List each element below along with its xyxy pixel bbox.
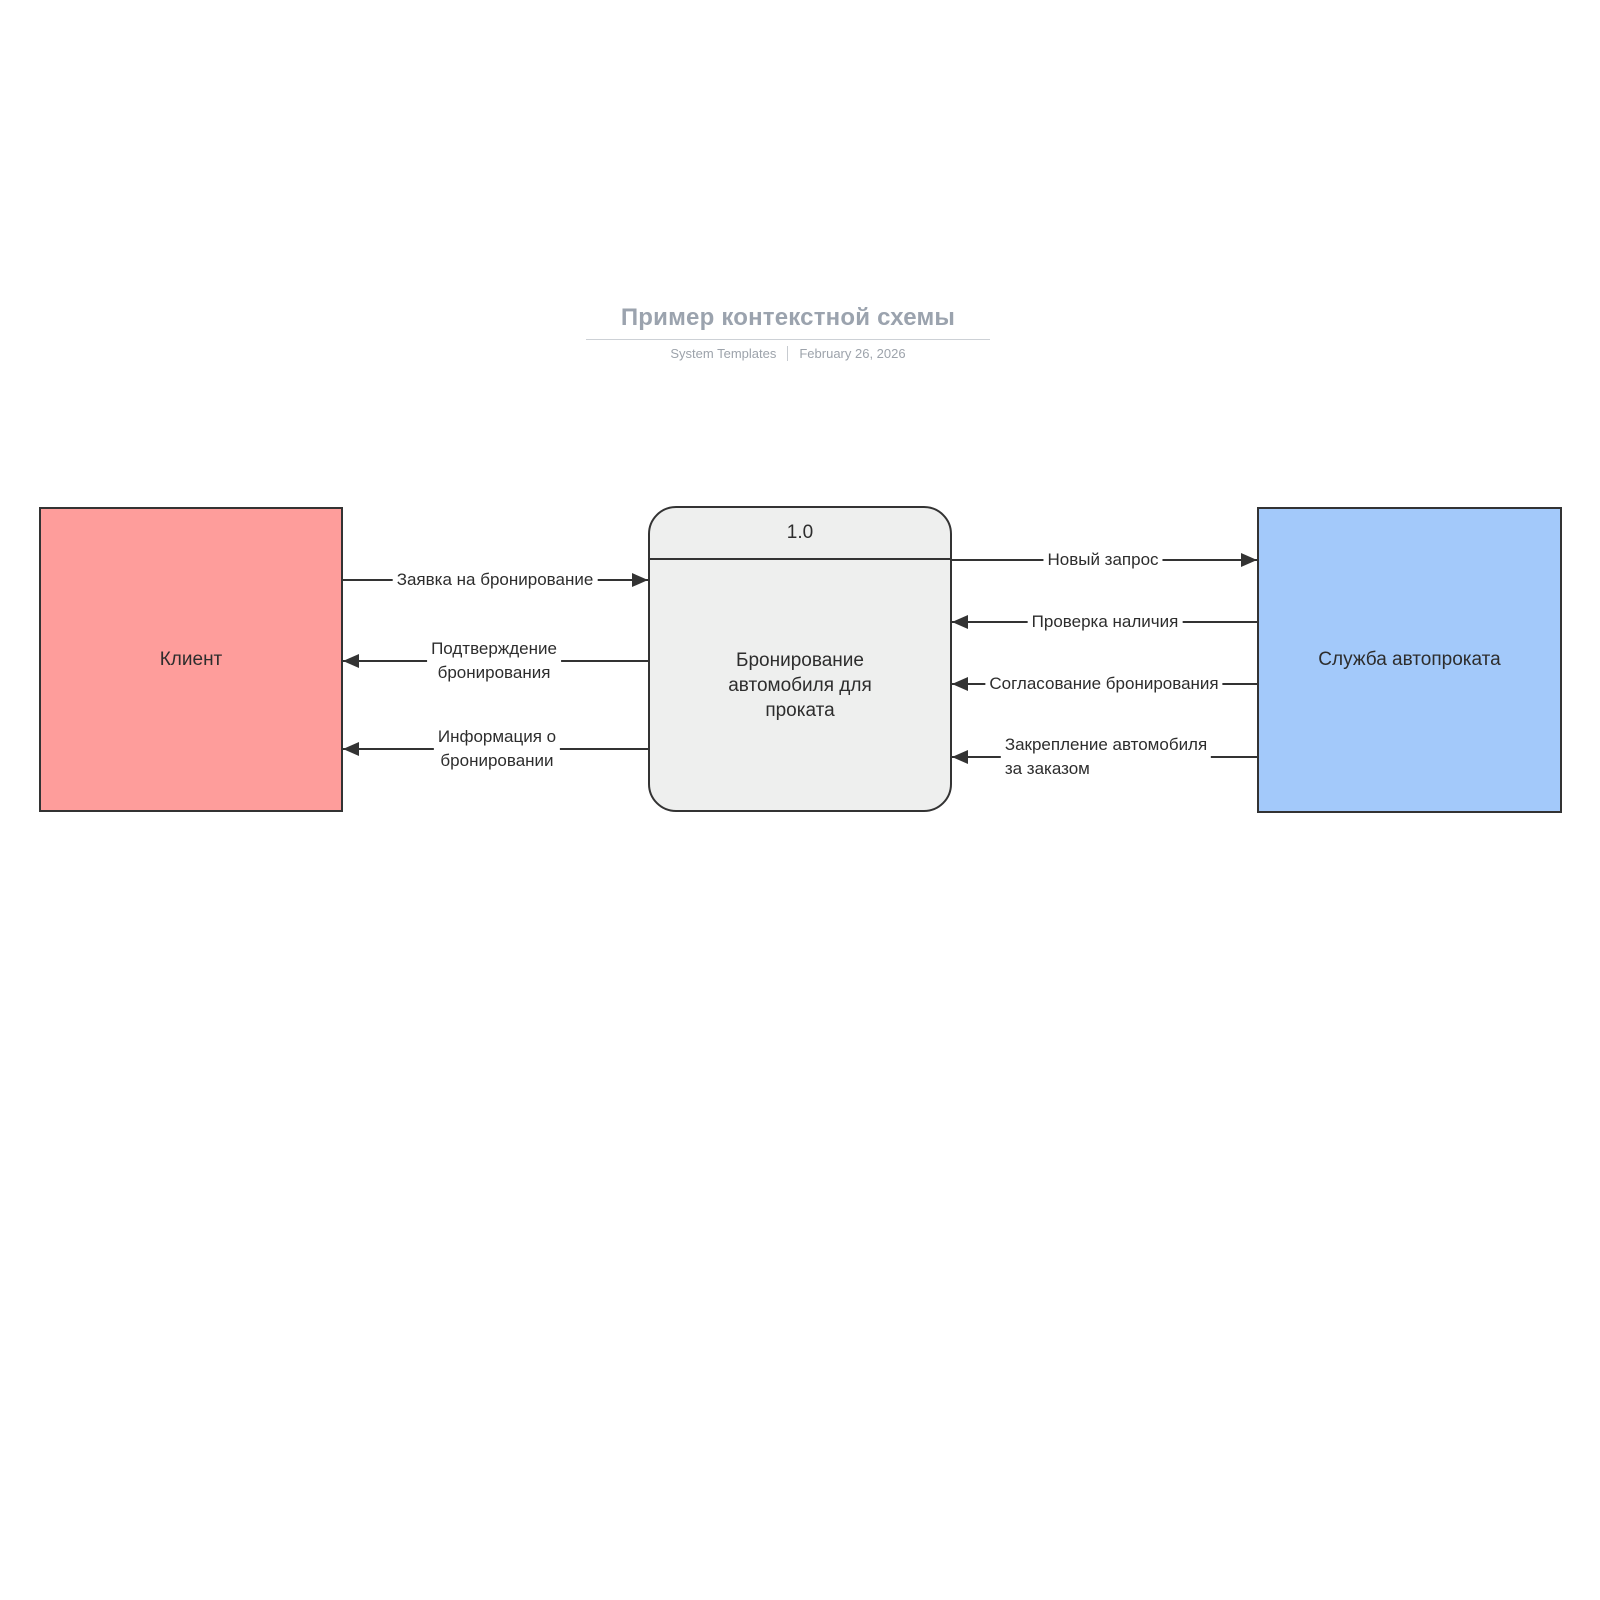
arrowhead-left-icon xyxy=(952,750,968,764)
meta-divider xyxy=(787,346,789,361)
node-service-label: Служба автопроката xyxy=(1318,649,1501,670)
flow-label[interactable]: Закрепление автомобиля за заказом xyxy=(1000,733,1212,781)
page-title: Пример контекстной схемы xyxy=(586,304,990,340)
page-meta: System Templates February 26, 2026 xyxy=(586,346,990,361)
arrowhead-left-icon xyxy=(952,615,968,629)
node-service[interactable]: Служба автопроката xyxy=(1257,507,1562,813)
arrowhead-left-icon xyxy=(343,742,359,756)
flow-label[interactable]: Заявка на бронирование xyxy=(392,568,598,592)
flow-label[interactable]: Подтверждение бронирования xyxy=(427,637,561,685)
arrowhead-right-icon xyxy=(1241,553,1257,567)
node-process-id: 1.0 xyxy=(650,508,950,560)
meta-date: February 26, 2026 xyxy=(799,346,906,361)
arrowhead-left-icon xyxy=(343,654,359,668)
node-process-label: Бронирование автомобиля для проката xyxy=(728,649,872,721)
node-process-body: Бронирование автомобиля для проката xyxy=(650,560,950,810)
flow-label[interactable]: Проверка наличия xyxy=(1027,610,1183,634)
flow-label[interactable]: Согласование бронирования xyxy=(985,672,1223,696)
node-process[interactable]: 1.0 Бронирование автомобиля для проката xyxy=(648,506,952,812)
arrowhead-left-icon xyxy=(952,677,968,691)
arrowhead-right-icon xyxy=(632,573,648,587)
node-client[interactable]: Клиент xyxy=(39,507,343,812)
meta-author: System Templates xyxy=(670,346,777,361)
node-client-label: Клиент xyxy=(159,648,223,670)
title-block: Пример контекстной схемы System Template… xyxy=(586,304,990,361)
flow-label[interactable]: Новый запрос xyxy=(1043,548,1163,572)
flow-label[interactable]: Информация о бронировании xyxy=(433,725,561,773)
